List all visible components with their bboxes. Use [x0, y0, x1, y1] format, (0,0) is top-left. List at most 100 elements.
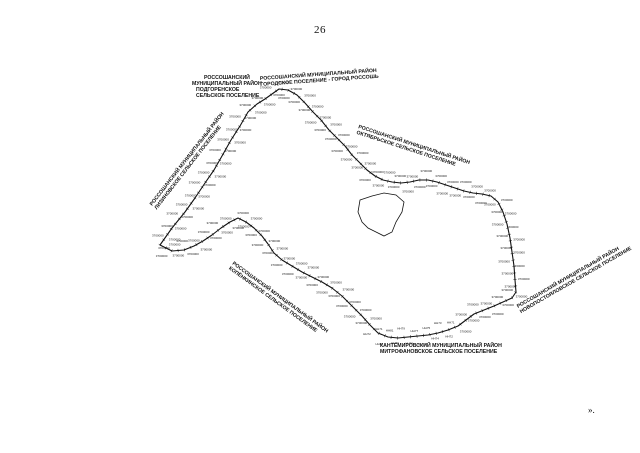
boundary-tick — [324, 124, 328, 128]
boundary-tick — [345, 299, 349, 303]
boundary-point-label: 3700000 — [169, 243, 181, 247]
boundary-tick — [315, 114, 319, 118]
boundary-point-label: 3700000 — [336, 304, 348, 308]
boundary-point-label: 3700000 — [225, 149, 237, 153]
boundary-tick — [269, 93, 273, 97]
boundary-point-label: 3700000 — [331, 149, 343, 153]
page-number: 26 — [314, 24, 326, 36]
boundary-point-label: 3700000 — [351, 166, 363, 170]
boundary-point-label: 3700000 — [296, 262, 308, 266]
boundary-point-label: 3700000 — [394, 174, 406, 178]
boundary-tick — [158, 243, 162, 247]
boundary-point-label: НН76 — [418, 342, 426, 346]
boundary-point-label: 3700000 — [360, 308, 372, 312]
boundary-point-label: 3700000 — [373, 184, 385, 188]
boundary-point-label: 3700000 — [314, 128, 326, 132]
boundary-tick — [346, 148, 350, 151]
boundary-point-label: 3700000 — [370, 316, 382, 320]
boundary-point-label: 3700000 — [273, 93, 285, 97]
boundary-tick — [511, 296, 514, 300]
boundary-point-label: 3700000 — [460, 329, 472, 333]
boundary-tick — [469, 190, 471, 194]
boundary-point-label: 3700000 — [479, 315, 491, 319]
boundary-point-label: 3700000 — [513, 264, 525, 268]
boundary-tick — [308, 274, 311, 278]
boundary-point-label: 3700000 — [252, 96, 264, 100]
boundary-point-label: 3700000 — [152, 234, 164, 238]
boundary-tick — [231, 136, 235, 139]
boundary-point-label: 3700000 — [220, 162, 232, 166]
boundary-tick — [320, 280, 323, 284]
boundary-tick — [267, 243, 271, 247]
boundary-tick — [170, 249, 173, 253]
boundary-tick — [314, 277, 317, 281]
boundary-point-label: 3700000 — [330, 280, 342, 284]
boundary-tick — [293, 91, 296, 95]
boundary-point-label: 3700000 — [206, 161, 218, 165]
boundary-point-label: 3700000 — [158, 246, 170, 250]
boundary-point-label: 3700000 — [169, 238, 181, 242]
boundary-point-label: 3700000 — [188, 238, 200, 242]
boundary-point-label: НН73 — [434, 321, 442, 325]
boundary-tick — [482, 192, 484, 196]
boundary-point-label: 3700000 — [234, 140, 246, 144]
boundary-tick — [241, 119, 245, 122]
boundary-tick — [227, 142, 231, 145]
boundary-point-label: 3700000 — [189, 180, 201, 184]
boundary-tick — [475, 311, 478, 315]
boundary-tick — [164, 246, 167, 250]
boundary-tick — [227, 221, 230, 225]
boundary-point-label: 3700000 — [343, 288, 355, 292]
boundary-tick — [254, 228, 258, 232]
boundary-tick — [502, 214, 506, 217]
boundary-point-label: 3700000 — [449, 194, 461, 198]
boundary-point-label: 3700000 — [207, 221, 219, 225]
boundary-tick — [162, 238, 166, 241]
settlement-boundary-line — [159, 88, 517, 339]
boundary-point-label: НН71 — [447, 321, 455, 325]
boundary-tick — [275, 89, 278, 93]
region-label-southeast: РОССОШАНСКИЙ МУНИЦИПАЛЬНЫЙ РАЙОН НОВОПОС… — [515, 239, 633, 315]
boundary-tick — [350, 153, 354, 156]
boundary-tick — [285, 261, 288, 265]
boundary-point-label: 3700000 — [296, 275, 308, 279]
boundary-point-label: 3700000 — [344, 315, 356, 319]
region-label-rossosh-town: РОССОШАНСКИЙ МУНИЦИПАЛЬНЫЙ РАЙОН ГОРОДСК… — [260, 66, 380, 88]
boundary-tick — [216, 228, 220, 232]
boundary-tick — [354, 308, 358, 312]
boundary-tick — [214, 164, 218, 167]
boundary-tick — [320, 119, 324, 122]
boundary-point-label: НН75 — [423, 326, 431, 330]
boundary-point-label: 3700000 — [501, 288, 513, 292]
boundary-tick — [464, 318, 467, 322]
boundary-point-label: 3700000 — [238, 225, 250, 229]
boundary-tick — [297, 95, 301, 99]
boundary-point-label: 3700000 — [305, 121, 317, 125]
boundary-tick — [280, 258, 283, 261]
boundary-tick — [363, 318, 367, 321]
boundary-tick — [499, 301, 502, 305]
boundary-point-label: 3700000 — [221, 230, 233, 234]
boundary-tick — [456, 187, 459, 191]
boundary-tick — [368, 323, 371, 326]
boundary-point-label: 3700000 — [338, 133, 350, 137]
boundary-point-label: 3700000 — [288, 100, 300, 104]
boundary-point-label: 3700000 — [500, 246, 512, 250]
boundary-point-label: НН79 — [397, 326, 405, 330]
boundary-point-label: НН71 — [375, 327, 383, 331]
boundary-point-label: 3700000 — [436, 191, 448, 195]
boundary-tick — [384, 334, 386, 338]
boundary-point-label: НН72 — [363, 332, 371, 336]
boundary-tick — [514, 291, 518, 294]
boundary-point-label: 3700000 — [492, 312, 504, 316]
boundary-tick — [328, 129, 332, 133]
boundary-tick — [189, 245, 192, 249]
boundary-tick — [233, 218, 236, 222]
boundary-point-label: 3700000 — [492, 223, 504, 227]
boundary-point-label: 3700000 — [435, 174, 447, 178]
boundary-tick — [297, 268, 300, 272]
boundary-tick — [469, 314, 472, 318]
boundary-point-label: 3700000 — [402, 189, 414, 193]
boundary-point-label: 3700000 — [252, 243, 264, 247]
boundary-tick — [259, 233, 263, 237]
